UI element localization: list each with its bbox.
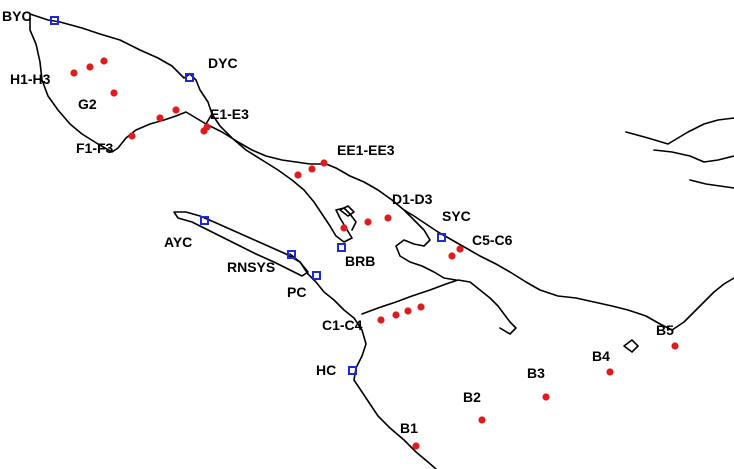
label-byc: BYC [2,8,32,24]
coastline-inner-bay [211,113,357,243]
label-ayc: AYC [164,234,192,250]
coastline-east-inlet [653,149,734,163]
label-brb: BRB [345,253,375,269]
station-marker[interactable] [364,218,372,226]
label-dyc: DYC [208,55,238,71]
label-ee1-ee3: EE1-EE3 [337,142,395,158]
station-marker[interactable] [308,165,316,173]
station-marker[interactable] [542,393,550,401]
station-marker[interactable] [100,57,108,65]
station-marker[interactable] [86,63,94,71]
label-d1-d3: D1-D3 [392,191,433,207]
station-marker[interactable] [110,89,118,97]
station-markers [70,57,679,450]
label-rnsys: RNSYS [227,259,275,275]
station-marker[interactable] [448,252,456,260]
coastline-ayc-peninsula [173,211,309,277]
label-c5-c6: C5-C6 [472,232,513,248]
club-markers [50,16,446,375]
label-syc: SYC [442,208,471,224]
coastline-east-landmass [625,117,734,145]
station-marker[interactable] [412,442,420,450]
station-marker[interactable] [392,311,400,319]
station-marker[interactable] [294,171,302,179]
club-marker-pc[interactable] [312,271,321,280]
station-marker[interactable] [70,69,78,77]
station-marker[interactable] [156,114,164,122]
station-marker[interactable] [377,316,385,324]
map-labels: BYC DYC H1-H3 G2 E1-E3 F1-F3 EE1-EE3 D1-… [2,8,674,436]
station-marker[interactable] [128,132,136,140]
label-h1-h3: H1-H3 [10,71,51,87]
club-marker-ayc[interactable] [200,216,209,225]
station-marker[interactable] [606,368,614,376]
coastline-north-shore [205,123,734,331]
label-g2: G2 [78,96,97,112]
station-marker[interactable] [417,303,425,311]
label-f1-f3: F1-F3 [76,140,114,156]
club-marker-hc[interactable] [348,366,357,375]
station-marker[interactable] [456,245,464,253]
station-marker[interactable] [671,342,679,350]
coastline-south-shore [289,253,437,469]
club-marker-dyc[interactable] [185,73,194,82]
station-marker[interactable] [340,224,348,232]
label-b5: B5 [656,322,674,338]
club-marker-brb[interactable] [337,243,346,252]
coastline-north-peninsula [29,13,213,153]
club-marker-rnsys[interactable] [287,250,296,259]
label-b1: B1 [400,420,418,436]
label-pc: PC [287,284,306,300]
island-small-1 [339,205,355,217]
coastline-east-ridge [689,179,734,189]
station-marker[interactable] [478,416,486,424]
station-marker[interactable] [203,123,211,131]
label-b3: B3 [527,365,545,381]
label-b2: B2 [463,389,481,405]
island-small-2 [623,339,639,353]
label-e1-e3: E1-E3 [210,106,249,122]
station-marker[interactable] [320,159,328,167]
station-marker[interactable] [172,106,180,114]
label-hc: HC [316,362,336,378]
station-marker[interactable] [404,307,412,315]
label-c1-c4: C1-C4 [322,317,363,333]
coastline-harbour [395,209,457,281]
station-marker[interactable] [384,214,392,222]
club-marker-syc[interactable] [437,233,446,242]
label-b4: B4 [592,348,610,364]
club-marker-byc[interactable] [50,16,59,25]
coastline-c-shore [361,279,517,335]
